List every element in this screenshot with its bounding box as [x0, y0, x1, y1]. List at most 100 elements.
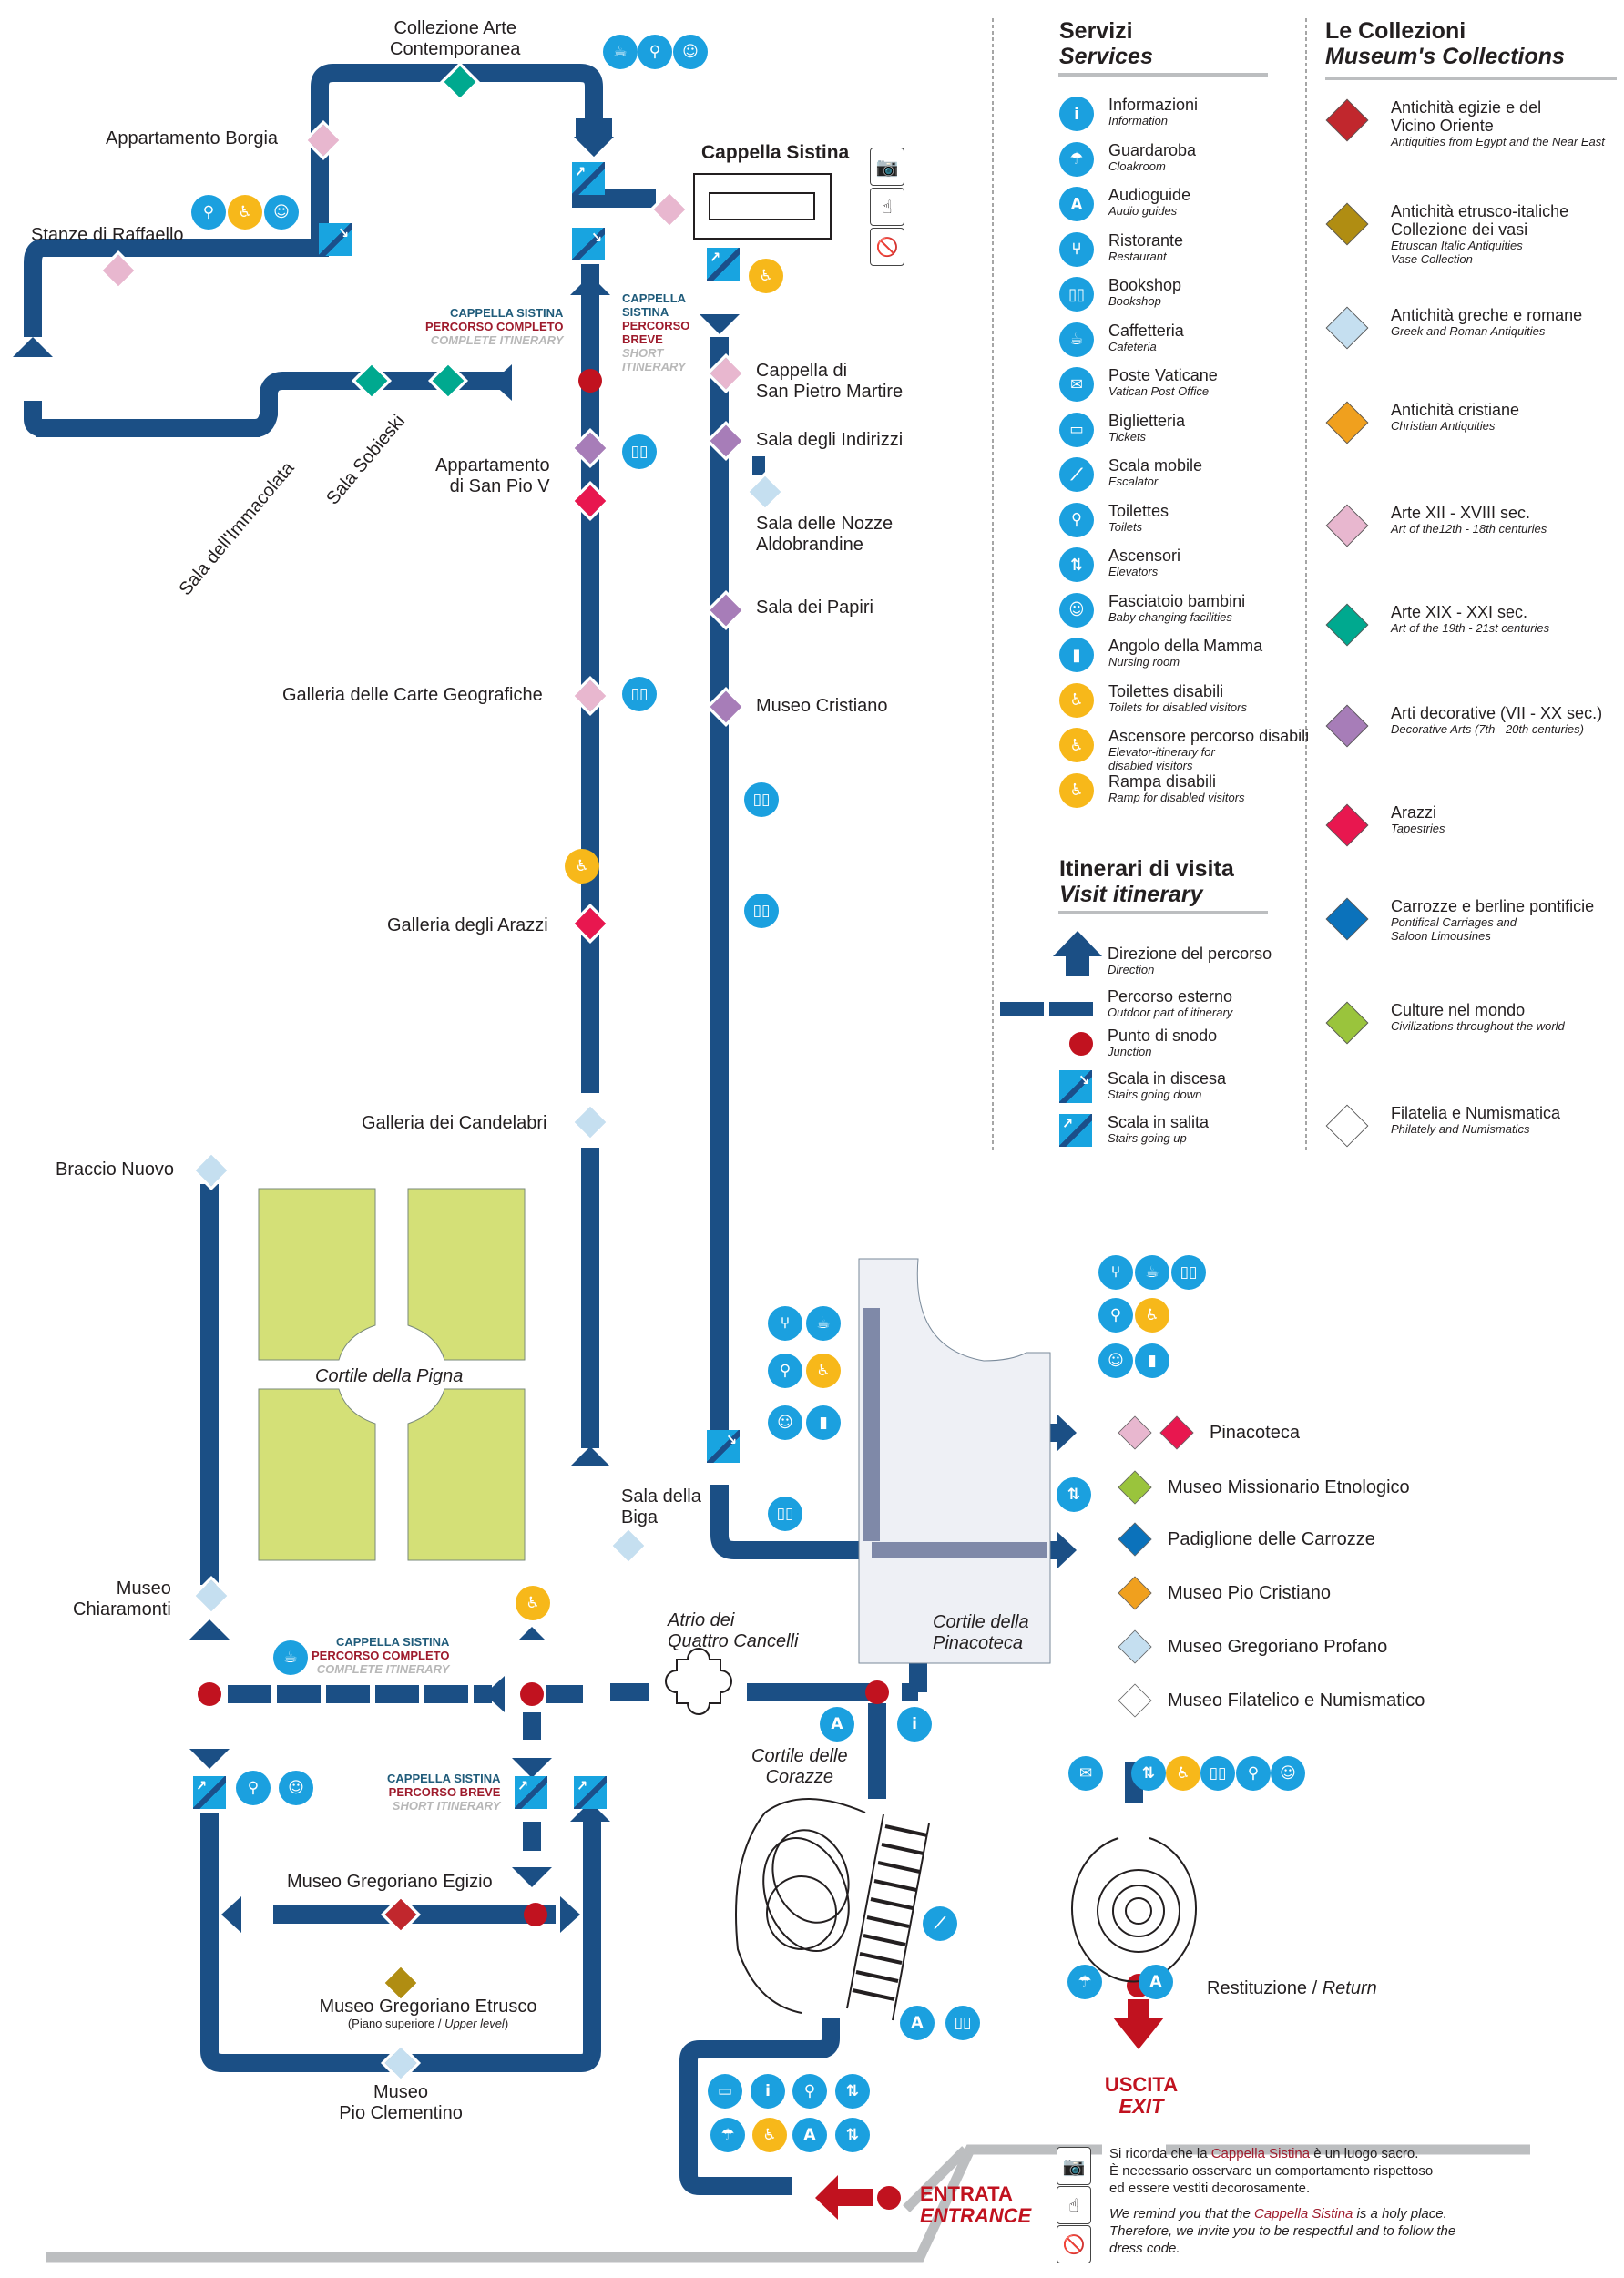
place-appartamento-san-pio-v[interactable]: Appartamento di San Pio V	[435, 455, 550, 496]
elevator-icon[interactable]: ⇅	[1131, 1756, 1166, 1791]
toilets-icon[interactable]: ⚲	[638, 35, 672, 69]
bookshop-icon[interactable]: ▯▯	[1171, 1255, 1206, 1290]
pinacoteca-area-item[interactable]: Museo Missionario Etnologico	[1118, 1470, 1410, 1505]
place-sala-nozze-aldobrandine[interactable]: Sala delle Nozze Aldobrandine	[756, 514, 894, 555]
place-galleria-carte-geografiche[interactable]: Galleria delle Carte Geografiche	[282, 685, 543, 705]
bookshop-icon[interactable]: ▯▯	[1200, 1756, 1235, 1791]
stairs-down-icon: ↘	[319, 223, 352, 256]
nursing-room-icon[interactable]: ▮	[806, 1405, 841, 1440]
service-name-it: Biglietteria	[1108, 411, 1186, 430]
cloakroom-icon[interactable]: ☂	[1067, 1965, 1102, 1999]
restaurant-icon[interactable]: ⑂	[1098, 1255, 1133, 1290]
junction-dot	[198, 1682, 221, 1706]
pinacoteca-area-item[interactable]: Museo Pio Cristiano	[1118, 1576, 1331, 1610]
pinacoteca-area-item[interactable]: Museo Gregoriano Profano	[1118, 1629, 1387, 1664]
elevator-icon[interactable]: ⇅	[1057, 1477, 1091, 1512]
collection-name-en: Greek and Roman Antiquities	[1391, 324, 1546, 338]
pinacoteca-area-item[interactable]: Museo Filatelico e Numismatico	[1118, 1683, 1425, 1718]
disabled-elevator-icon[interactable]: ♿	[516, 1586, 550, 1620]
toilets-icon[interactable]: ⚲	[191, 195, 226, 230]
itinerary-name-en: Stairs going down	[1108, 1088, 1202, 1101]
place-sala-della-biga[interactable]: Sala della Biga	[621, 1486, 701, 1527]
place-museo-cristiano[interactable]: Museo Cristiano	[756, 696, 888, 716]
place-stanze-di-raffaello[interactable]: Stanze di Raffaello	[31, 225, 184, 245]
place-galleria-candelabri[interactable]: Galleria dei Candelabri	[362, 1113, 547, 1133]
baby-changing-icon[interactable]: ☺	[279, 1771, 313, 1805]
pinacoteca-area-item[interactable]: Pinacoteca	[1118, 1415, 1300, 1450]
restaurant-icon[interactable]: ⑂	[768, 1306, 802, 1341]
collection-diamond-icon	[1118, 1470, 1152, 1505]
collection-diamond-icon	[1325, 504, 1369, 547]
baby-changing-icon[interactable]: ☺	[1271, 1756, 1305, 1791]
audioguide-icon[interactable]: A	[900, 2006, 935, 2040]
place-museo-chiaramonti[interactable]: Museo Chiaramonti	[73, 1578, 171, 1619]
disabled-elevator-icon[interactable]: ♿	[565, 849, 599, 884]
disabled-elevator-icon[interactable]: ♿	[1166, 1756, 1200, 1791]
place-sala-dei-papiri[interactable]: Sala dei Papiri	[756, 598, 873, 618]
audioguide-icon[interactable]: A	[820, 1707, 854, 1742]
bookshop-icon[interactable]: ▯▯	[945, 2006, 980, 2040]
baby-changing-icon[interactable]: ☺	[768, 1405, 802, 1440]
post-office-icon[interactable]: ✉	[1068, 1756, 1103, 1791]
bookshop-icon[interactable]: ▯▯	[744, 782, 779, 817]
toilets-icon[interactable]: ⚲	[236, 1771, 271, 1805]
arrow-right-egizio	[560, 1896, 580, 1933]
collection-legend-item: Arte XIX - XXI sec.Art of the 19th - 21s…	[1325, 603, 1549, 647]
place-cappella-san-pietro-martire[interactable]: Cappella di San Pietro Martire	[756, 361, 904, 402]
place-collezione-arte-contemporanea[interactable]: Collezione Arte Contemporanea	[390, 18, 521, 59]
baby-changing-icon[interactable]: ☺	[673, 35, 708, 69]
disabled-elevator-icon[interactable]: ♿	[752, 2118, 787, 2152]
service-name-it: Bookshop	[1108, 276, 1182, 294]
collection-diamond-icon	[1118, 1576, 1152, 1610]
toilets-icon[interactable]: ⚲	[768, 1354, 802, 1388]
audioguide-icon[interactable]: A	[1139, 1965, 1173, 1999]
cafeteria-icon[interactable]: ☕	[273, 1640, 308, 1675]
place-cappella-sistina[interactable]: Cappella Sistina	[701, 142, 850, 163]
disabled-toilets-icon[interactable]: ♿	[1135, 1298, 1169, 1333]
place-museo-gregoriano-etrusco[interactable]: Museo Gregoriano Etrusco (Piano superior…	[319, 1997, 537, 2030]
info-icon[interactable]: i	[751, 2074, 785, 2109]
bookshop-icon[interactable]: ▯▯	[622, 434, 657, 469]
courtyard-atrio-label: Atrio dei Quattro Cancelli	[668, 1610, 799, 1651]
bookshop-icon[interactable]: ▯▯	[622, 677, 657, 711]
place-museo-gregoriano-egizio[interactable]: Museo Gregoriano Egizio	[287, 1872, 493, 1892]
arrow-up-chiaramonti	[189, 1619, 230, 1640]
cafeteria-icon[interactable]: ☕	[1135, 1255, 1169, 1290]
cafeteria-icon[interactable]: ☕	[603, 35, 638, 69]
nursing-room-icon: ▮	[1059, 638, 1094, 672]
nursing-room-icon[interactable]: ▮	[1135, 1343, 1169, 1378]
cloakroom-icon[interactable]: ☂	[710, 2118, 745, 2152]
elevator-icon[interactable]: ⇅	[835, 2118, 870, 2152]
toilets-icon[interactable]: ⚲	[792, 2074, 827, 2109]
toilets-icon[interactable]: ⚲	[1236, 1756, 1271, 1791]
baby-changing-icon[interactable]: ☺	[1098, 1343, 1133, 1378]
elevator-icon[interactable]: ⇅	[835, 2074, 870, 2109]
pinacoteca-area-item[interactable]: Padiglione delle Carrozze	[1118, 1522, 1375, 1557]
disabled-ramp-icon[interactable]: ♿	[749, 259, 783, 293]
place-galleria-arazzi[interactable]: Galleria degli Arazzi	[387, 915, 548, 935]
audioguide-icon[interactable]: A	[792, 2118, 827, 2152]
place-appartamento-borgia[interactable]: Appartamento Borgia	[106, 128, 279, 148]
service-name-en: Baby changing facilities	[1108, 609, 1232, 624]
baby-changing-icon[interactable]: ☺	[264, 195, 299, 230]
info-icon[interactable]: i	[897, 1707, 932, 1742]
disabled-toilets-icon[interactable]: ♿	[228, 195, 262, 230]
collection-name-it: Antichità egizie e del Vicino Oriente	[1391, 98, 1542, 135]
bookshop-icon[interactable]: ▯▯	[744, 894, 779, 928]
escalator-icon[interactable]: ⟋	[923, 1906, 957, 1941]
place-museo-pio-clementino[interactable]: Museo Pio Clementino	[339, 2082, 463, 2123]
place-sala-degli-indirizzi[interactable]: Sala degli Indirizzi	[756, 430, 904, 450]
toilets-icon[interactable]: ⚲	[1098, 1298, 1133, 1333]
place-braccio-nuovo[interactable]: Braccio Nuovo	[56, 1159, 175, 1180]
service-name-it: Audioguide	[1108, 186, 1191, 204]
tickets-icon[interactable]: ▭	[708, 2074, 742, 2109]
disabled-toilets-icon[interactable]: ♿	[806, 1354, 841, 1388]
bookshop-icon[interactable]: ▯▯	[768, 1497, 802, 1531]
cafeteria-icon[interactable]: ☕	[806, 1306, 841, 1341]
